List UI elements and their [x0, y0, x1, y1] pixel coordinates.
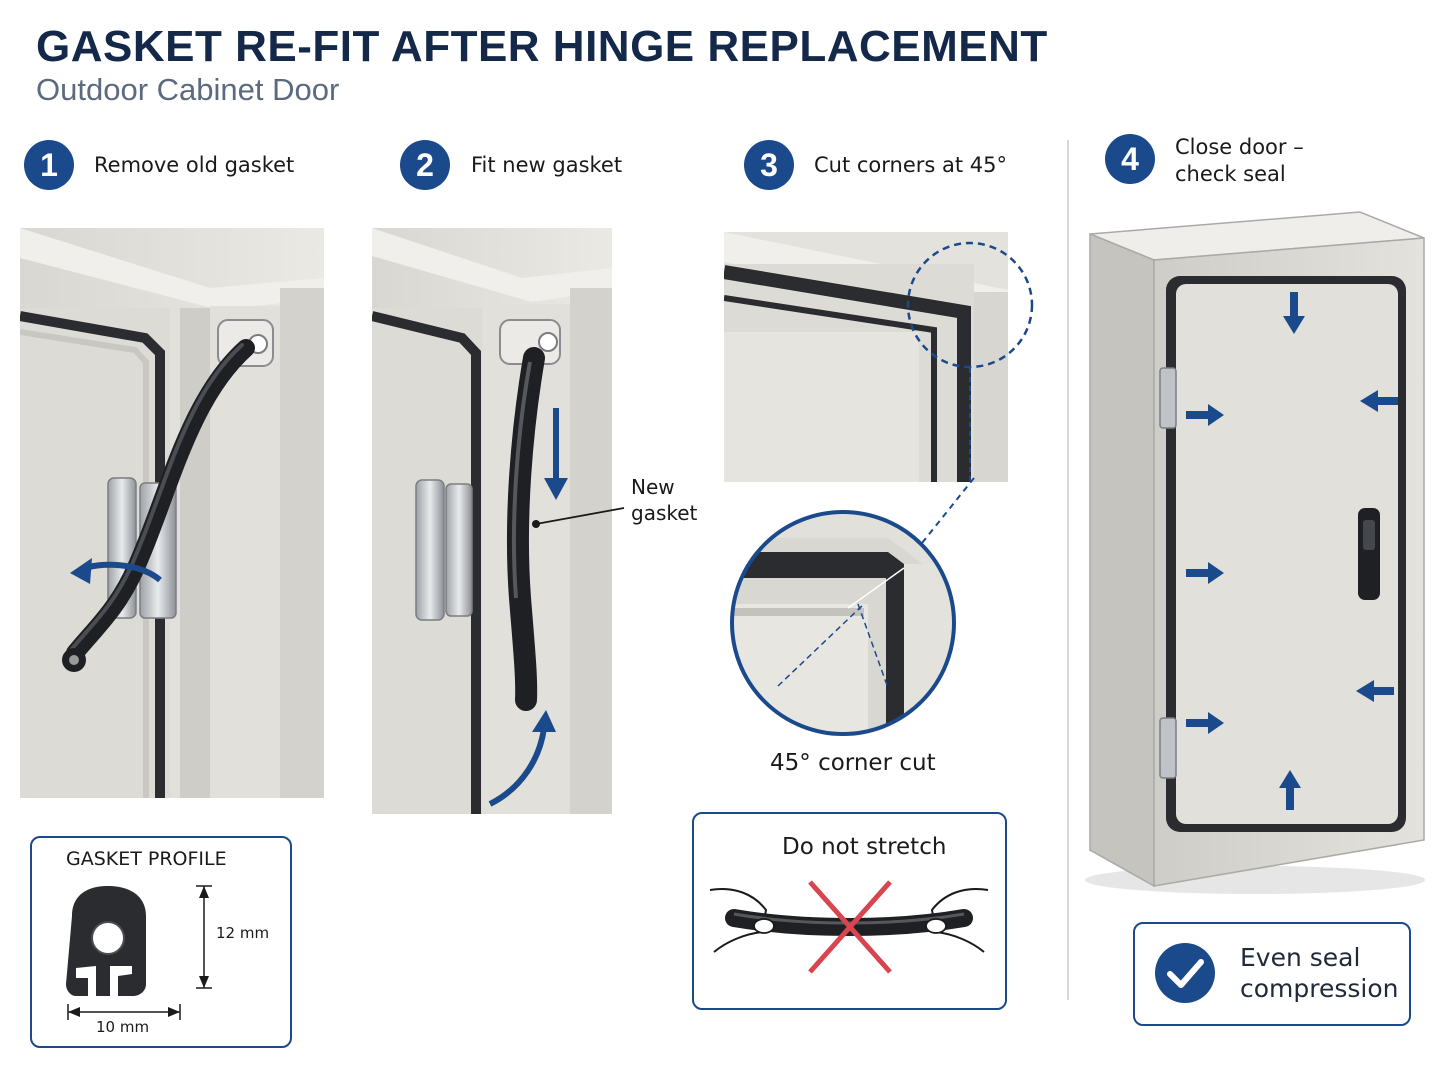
page-subtitle: Outdoor Cabinet Door	[36, 72, 340, 107]
gasket-width-label: 10 mm	[96, 1018, 150, 1036]
step-3-illustration	[724, 232, 1008, 482]
gasket-profile-title: GASKET PROFILE	[66, 848, 227, 870]
warning-text: Do not stretch	[782, 834, 947, 860]
gasket-height-label: 12 mm	[216, 924, 270, 942]
step-2-label: Fit new gasket	[471, 153, 623, 177]
gasket-profile-diagram	[66, 885, 212, 1020]
do-not-stretch-illustration	[709, 880, 989, 974]
step-1-label: Remove old gasket	[94, 153, 295, 177]
corner-cut-caption: 45° corner cut	[770, 750, 936, 776]
result-text: Even seal compression	[1240, 942, 1399, 1004]
step-2-badge: 2	[400, 140, 450, 190]
step-4-badge: 4	[1105, 134, 1155, 184]
step-1-badge: 1	[24, 140, 74, 190]
step-4-label-line1: Close door –	[1175, 135, 1304, 159]
new-gasket-callout-line1: New	[631, 475, 675, 499]
new-gasket-callout: New gasket	[631, 474, 697, 526]
step-4-illustration	[1085, 211, 1425, 894]
checkmark-icon	[1155, 943, 1215, 1003]
step-4-label: Close door – check seal	[1175, 134, 1304, 188]
corner-zoom-indicator	[906, 241, 1034, 549]
step-3-badge: 3	[744, 140, 794, 190]
new-gasket-leader	[532, 507, 625, 528]
result-text-line1: Even seal	[1240, 943, 1361, 972]
step-3-label: Cut corners at 45°	[814, 153, 1008, 177]
page-title: GASKET RE-FIT AFTER HINGE REPLACEMENT	[36, 22, 1048, 71]
step-1-illustration	[20, 228, 324, 798]
result-text-line2: compression	[1240, 974, 1399, 1003]
new-gasket-callout-line2: gasket	[631, 501, 698, 525]
column-divider	[1067, 140, 1069, 1000]
step-2-illustration	[372, 228, 612, 814]
corner-cut-detail	[730, 510, 956, 736]
step-4-label-line2: check seal	[1175, 162, 1286, 186]
